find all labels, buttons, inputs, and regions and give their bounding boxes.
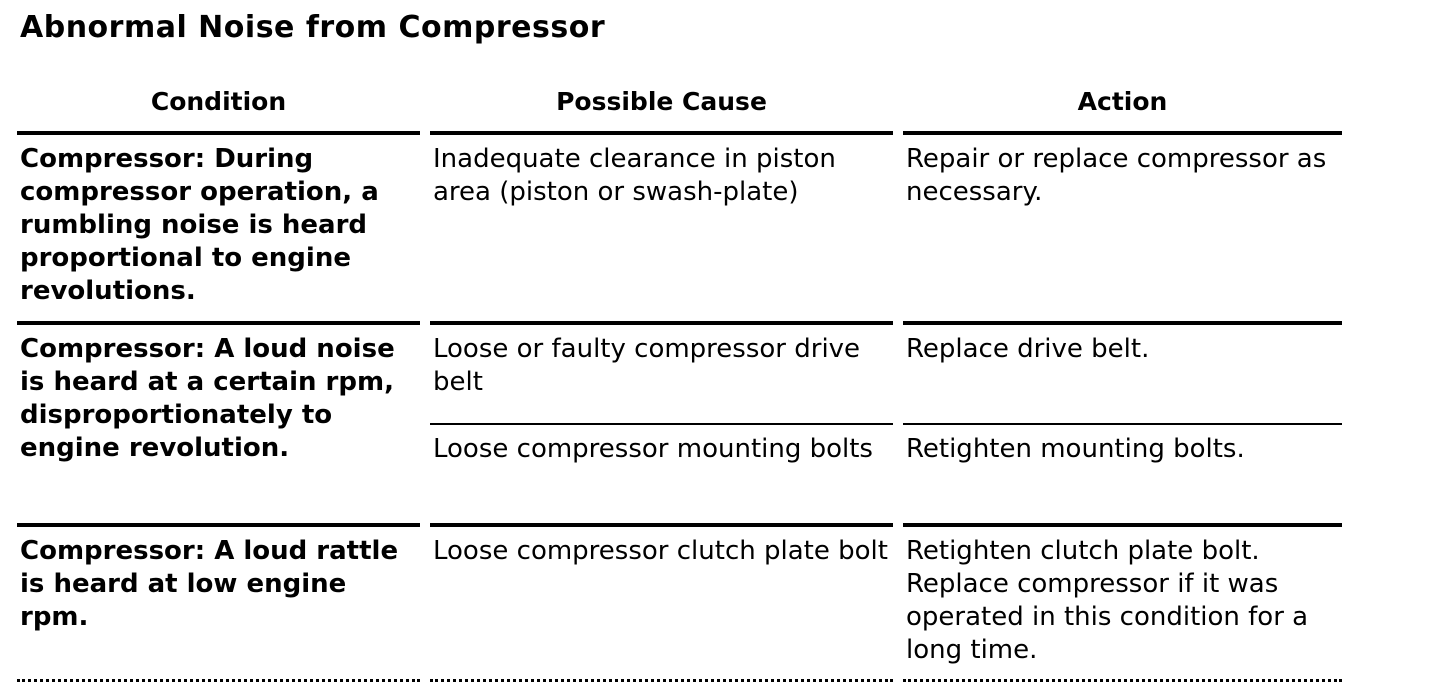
condition-cell: Compressor: During compressor operation,… [17,135,420,325]
condition-cell: Compressor: A loud noise is heard at a c… [17,325,420,527]
condition-cell: Compressor: A loud rattle is heard at lo… [17,527,420,682]
action-cell: Replace drive belt. [903,325,1342,425]
action-cell: Retighten clutch plate bolt. Replace com… [903,527,1342,682]
column-header-possible-cause: Possible Cause [430,45,893,135]
table-row: Compressor: A loud noise is heard at a c… [17,325,1342,527]
possible-cause-cell: Loose compressor clutch plate bolt [430,527,893,682]
possible-cause-cell: Inadequate clearance in piston area (pis… [430,135,893,325]
possible-cause-cell: Loose compressor mounting bolts [430,425,893,527]
page-title: Abnormal Noise from Compressor [20,10,606,45]
table-sub-row: Loose compressor mounting bolts Retighte… [17,425,1342,527]
table-row: Compressor: A loud rattle is heard at lo… [17,527,1342,682]
possible-cause-cell: Loose or faulty compressor drive belt [430,325,893,425]
action-cell: Repair or replace compressor as necessar… [903,135,1342,325]
action-cell: Retighten mounting bolts. [903,425,1342,527]
table-header-row: Condition Possible Cause Action [17,45,1342,135]
column-header-action: Action [903,45,1342,135]
column-header-condition: Condition [17,45,420,135]
table-row: Compressor: During compressor operation,… [17,135,1342,325]
troubleshooting-table: Condition Possible Cause Action Compress… [7,45,1352,682]
